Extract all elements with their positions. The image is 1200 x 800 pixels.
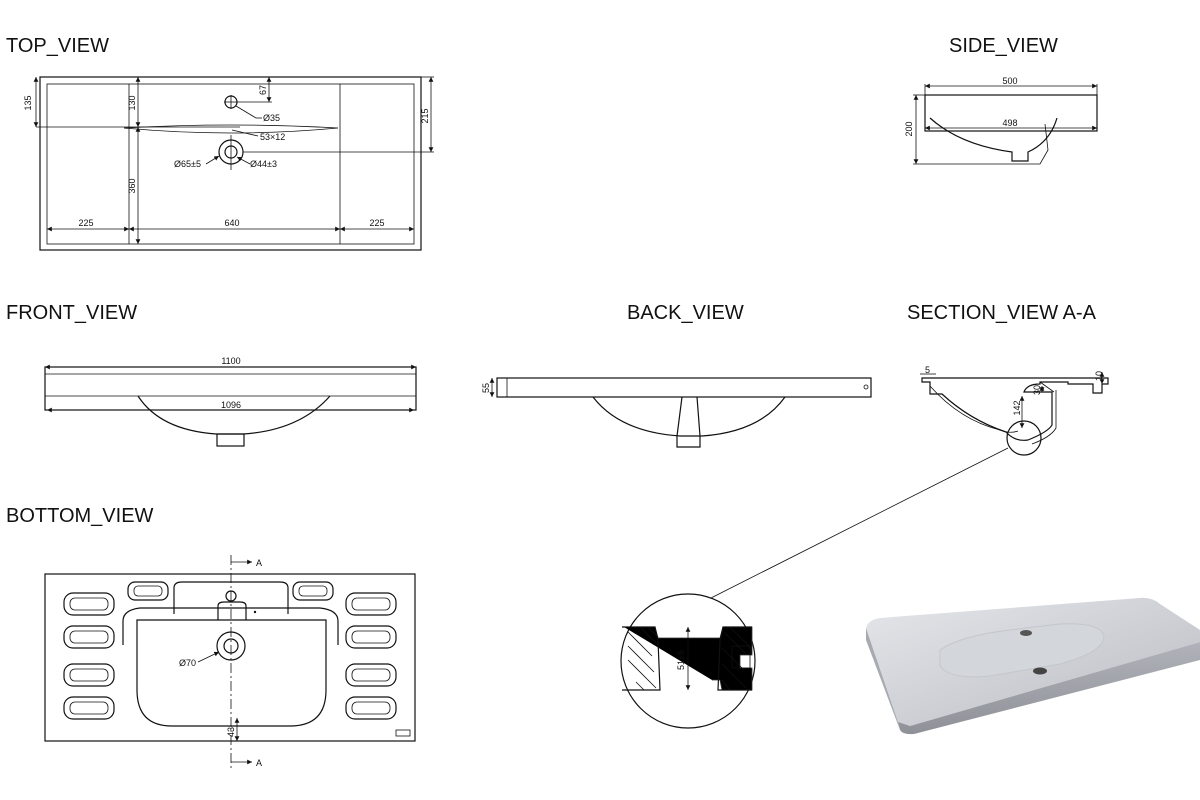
- side-view-title: SIDE_VIEW: [949, 35, 1058, 57]
- dim-10: 10: [1094, 371, 1104, 381]
- dim-43: 43: [226, 727, 236, 737]
- dim-498: 498: [1002, 118, 1017, 128]
- cut-label-top: A: [256, 558, 262, 568]
- front-view: FRONT_VIEW 1100 1096: [6, 302, 417, 447]
- dim-500: 500: [1002, 76, 1017, 86]
- dim-225-right: 225: [369, 218, 384, 228]
- front-view-drain: [216, 433, 245, 447]
- top-view-title: TOP_VIEW: [6, 35, 109, 57]
- bottom-view-title: BOTTOM_VIEW: [6, 505, 154, 527]
- dim-640: 640: [224, 218, 239, 228]
- dim-1100: 1100: [221, 356, 240, 366]
- bottom-view-outline: [44, 573, 416, 742]
- back-view: BACK_VIEW 55: [481, 302, 872, 448]
- side-view-body: [924, 94, 1098, 132]
- cut-label-bottom: A: [256, 758, 262, 768]
- detail-view: 51±6: [620, 593, 756, 729]
- dim-30: 30: [1032, 385, 1042, 395]
- dim-215: 215: [420, 108, 430, 123]
- dim-5: 5: [925, 365, 930, 375]
- side-view: SIDE_VIEW 500 498 200: [904, 35, 1098, 165]
- dim-dia44: Ø44±3: [250, 159, 277, 169]
- detail-callout-circle: [1006, 420, 1042, 456]
- dim-67: 67: [258, 85, 268, 95]
- dim-51: 51±6: [676, 650, 686, 670]
- sink-product-photo: [866, 597, 1200, 735]
- basin-underside: [136, 619, 327, 727]
- top-view-outline: [39, 76, 422, 251]
- section-view-title: SECTION_VIEW A-A: [907, 302, 1097, 324]
- dim-dia35: Ø35: [263, 113, 280, 123]
- dim-130: 130: [127, 95, 137, 110]
- dim-225-left: 225: [78, 218, 93, 228]
- dim-1096: 1096: [221, 400, 241, 410]
- bottom-view: BOTTOM_VIEW: [6, 505, 416, 770]
- dim-360: 360: [127, 178, 137, 193]
- dim-slot: 53×12: [260, 132, 285, 142]
- top-view: TOP_VIEW 135: [6, 35, 434, 251]
- dim-dia70: Ø70: [179, 658, 196, 668]
- dim-dia65: Ø65±5: [174, 159, 201, 169]
- back-view-body: [496, 377, 872, 398]
- dim-200: 200: [904, 121, 914, 136]
- back-view-title: BACK_VIEW: [627, 302, 744, 324]
- dim-135: 135: [23, 95, 33, 110]
- detail-leader-line: [710, 447, 1009, 599]
- detail-circle: [620, 593, 756, 729]
- dim-55: 55: [481, 383, 491, 393]
- front-view-title: FRONT_VIEW: [6, 302, 137, 324]
- dim-142: 142: [1012, 400, 1022, 415]
- section-view: SECTION_VIEW A-A 5 10 30 142: [907, 302, 1109, 456]
